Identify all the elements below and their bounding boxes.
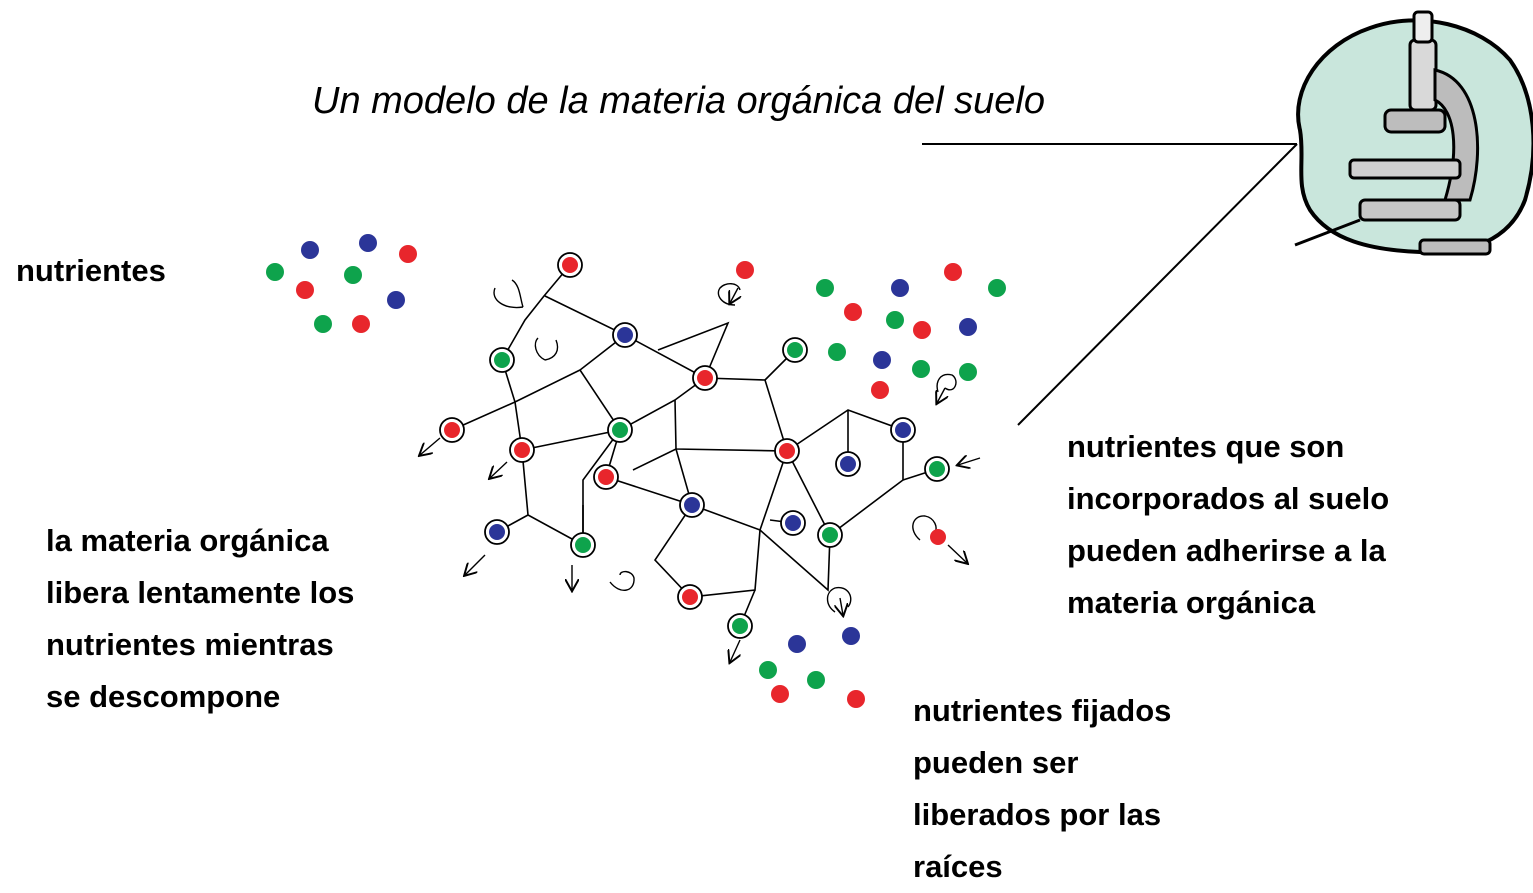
network-arrows [420, 279, 981, 662]
free-nutrients-cluster-right [736, 261, 1006, 399]
callout-line [922, 143, 1298, 426]
release-line-1: la materia orgánica [46, 523, 329, 558]
free-nutrients-cluster-left [266, 234, 417, 333]
release-line-3: nutrientes mientras [46, 627, 334, 662]
incorporated-line-1: nutrientes que son [1067, 429, 1345, 464]
fixed-line-2: pueden ser [913, 745, 1079, 780]
organic-matter-release-label: la materia orgánica libera lentamente lo… [46, 515, 354, 723]
fixed-line-3: liberados por las [913, 797, 1162, 832]
free-nutrients-cluster-bottom [759, 627, 865, 708]
microscope-icon [1294, 10, 1533, 256]
bound-nutrients [439, 252, 950, 639]
incorporated-line-4: materia orgánica [1067, 585, 1316, 620]
incorporated-line-3: pueden adherirse a la [1067, 533, 1386, 568]
fixed-nutrients-label: nutrientes fijados pueden ser liberados … [913, 685, 1171, 893]
incorporated-line-2: incorporados al suelo [1067, 481, 1390, 516]
incorporated-nutrients-label: nutrientes que son incorporados al suelo… [1067, 421, 1389, 629]
release-line-4: se descompone [46, 679, 281, 714]
release-line-2: libera lentamente los [46, 575, 355, 610]
nutrients-label: nutrientes [16, 245, 166, 297]
diagram-title: Un modelo de la materia orgánica del sue… [312, 80, 1045, 122]
fixed-line-4: raíces [913, 849, 1003, 884]
fixed-line-1: nutrientes fijados [913, 693, 1172, 728]
nutrients-label-text: nutrientes [16, 253, 166, 288]
